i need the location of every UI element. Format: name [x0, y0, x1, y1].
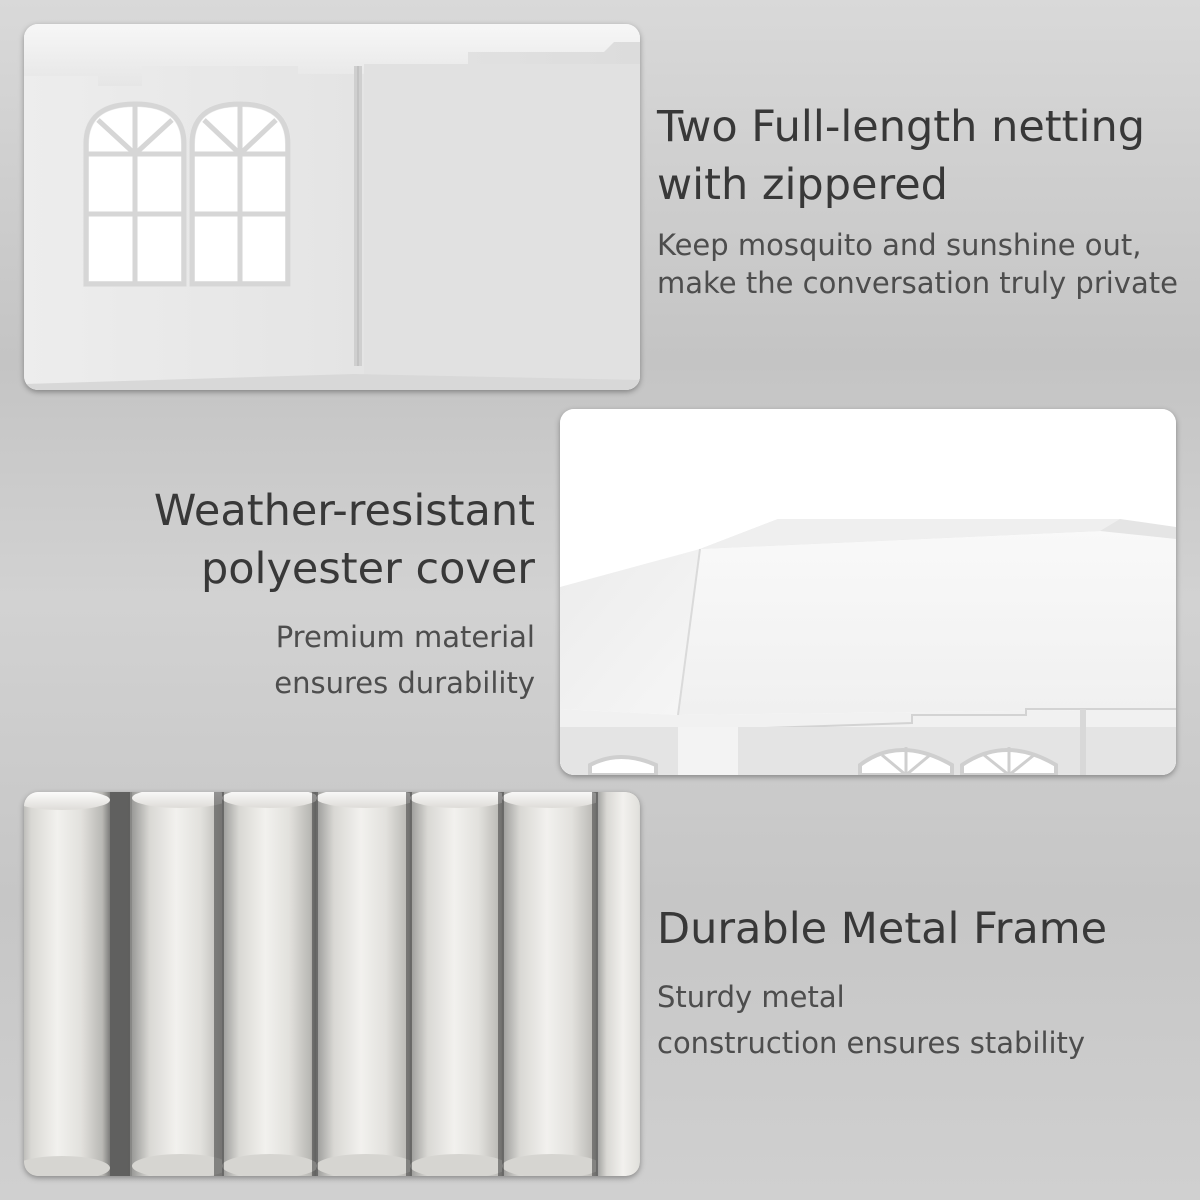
feature-frame-title: Durable Metal Frame: [657, 900, 1187, 958]
feature-netting: Two Full-length netting with zippered Ke…: [657, 98, 1187, 302]
feature-frame-title-line1: Durable Metal Frame: [657, 904, 1108, 954]
feature-cover-desc-line2: ensures durability: [274, 666, 535, 700]
feature-frame: Durable Metal Frame Sturdy metal constru…: [657, 900, 1187, 1066]
tent-window-panel-photo: [24, 24, 640, 390]
metal-tubes-image: [24, 792, 640, 1176]
feature-netting-desc-line1: Keep mosquito and sunshine out,: [657, 228, 1142, 262]
feature-cover-title-line1: Weather-resistant: [153, 486, 535, 536]
tent-roof-cover-image: [560, 409, 1176, 775]
feature-cover-title-line2: polyester cover: [200, 544, 535, 594]
feature-frame-desc-line1: Sturdy metal: [657, 980, 845, 1014]
feature-netting-title: Two Full-length netting with zippered: [657, 98, 1187, 214]
metal-tubes-photo: [24, 792, 640, 1176]
feature-cover-description: Premium material ensures durability: [15, 614, 535, 706]
feature-frame-description: Sturdy metal construction ensures stabil…: [657, 974, 1187, 1066]
tent-window-panel-image: [24, 24, 640, 390]
tent-roof-cover-photo: [560, 409, 1176, 775]
feature-cover-desc-line1: Premium material: [275, 620, 535, 654]
feature-netting-description: Keep mosquito and sunshine out, make the…: [657, 226, 1187, 302]
feature-netting-title-line2: with zippered: [657, 160, 948, 210]
feature-frame-desc-line2: construction ensures stability: [657, 1026, 1086, 1060]
tube-group: [24, 792, 640, 1176]
feature-netting-title-line1: Two Full-length netting: [657, 102, 1145, 152]
feature-netting-desc-line2: make the conversation truly private: [657, 266, 1178, 300]
feature-cover-title: Weather-resistant polyester cover: [15, 482, 535, 598]
feature-cover: Weather-resistant polyester cover Premiu…: [15, 482, 535, 706]
